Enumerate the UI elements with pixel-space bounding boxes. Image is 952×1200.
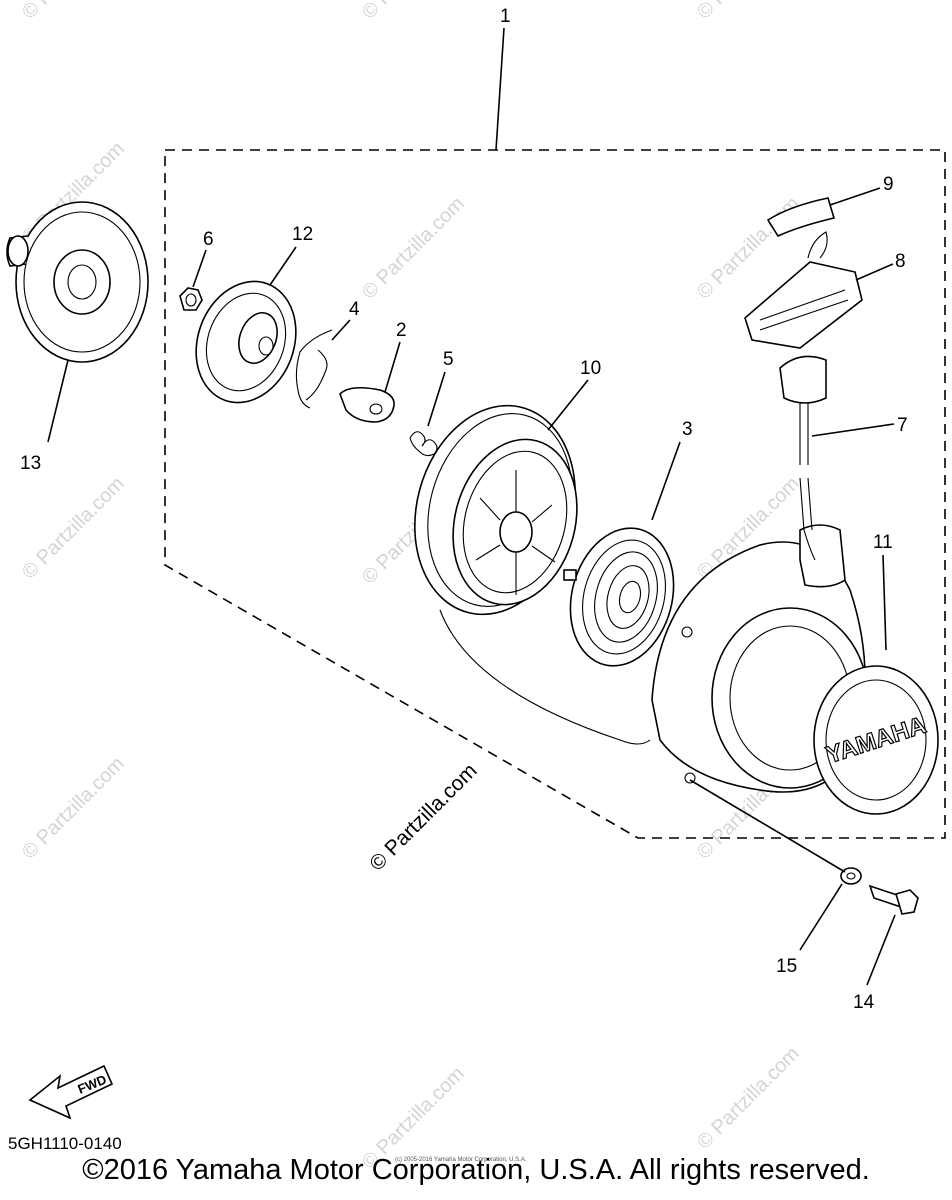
callout-14: 14	[853, 992, 875, 1013]
callout-7: 7	[897, 415, 908, 436]
bolt	[866, 884, 919, 986]
drive-plate	[195, 246, 297, 404]
callout-2: 2	[396, 320, 407, 341]
watermark: © Partzilla.com	[18, 753, 129, 864]
callout-9: 9	[883, 174, 894, 195]
watermark-center: © Partzilla.com	[365, 759, 481, 875]
callout-3: 3	[682, 419, 693, 440]
starter-case	[651, 524, 887, 793]
ratchet-pawl	[339, 341, 401, 423]
callout-8: 8	[895, 251, 906, 272]
nut	[179, 249, 207, 311]
leader-1	[495, 27, 505, 151]
callout-5: 5	[443, 349, 454, 370]
rope-handle	[744, 231, 894, 404]
watermark: © Partzilla.com	[693, 0, 804, 24]
washer	[689, 779, 862, 951]
callout-10: 10	[580, 358, 601, 379]
drawing-code: 5GH1110-0140	[8, 1134, 122, 1153]
callout-4: 4	[349, 299, 360, 320]
spring-clip	[295, 319, 351, 409]
sheave-drum	[414, 379, 651, 745]
callout-1: 1	[500, 6, 511, 27]
starter-rope	[799, 390, 895, 561]
drive-pulley	[6, 201, 149, 443]
copyright-notice: ©2016 Yamaha Motor Corporation, U.S.A. A…	[82, 1154, 870, 1186]
handle-cap	[766, 187, 881, 238]
watermark: © Partzilla.com	[358, 0, 469, 24]
yamaha-emblem: YAMAHA	[813, 665, 939, 815]
callout-6: 6	[203, 229, 214, 250]
small-spring	[409, 371, 446, 457]
callout-12: 12	[292, 224, 313, 245]
callout-labels: 1 2 3 4 5 6 7 8 9 10 11 12 13 14 15	[20, 6, 908, 1013]
assembly-boundary	[164, 149, 946, 839]
watermark: © Partzilla.com	[693, 1043, 804, 1154]
spiral-spring	[563, 441, 681, 667]
watermark: © Partzilla.com	[18, 473, 129, 584]
callout-13: 13	[20, 453, 41, 474]
watermark: © Partzilla.com	[358, 193, 469, 304]
watermark: © Partzilla.com	[18, 0, 129, 24]
callout-15: 15	[776, 956, 797, 977]
watermark-layer: © Partzilla.com © Partzilla.com © Partzi…	[18, 0, 804, 1174]
callout-11: 11	[873, 532, 893, 553]
fwd-arrow: FWD	[28, 1064, 114, 1120]
tiny-credit: (c) 2005-2016 Yamaha Motor Corporation, …	[395, 1157, 527, 1163]
